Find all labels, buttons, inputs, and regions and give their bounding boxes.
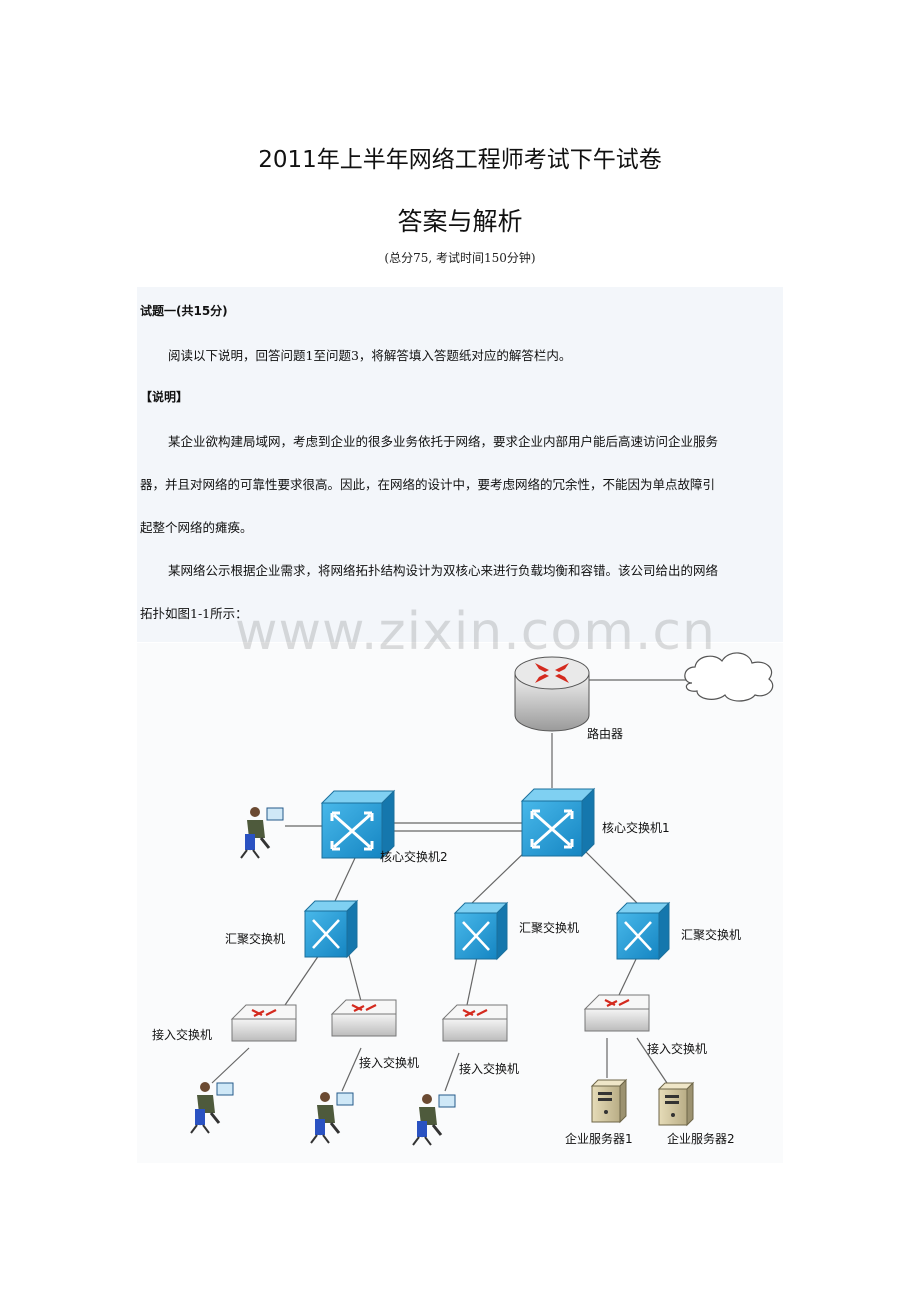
router-label: 路由器 (587, 726, 623, 741)
router-icon (514, 656, 590, 732)
core-switch-1-label: 核心交换机1 (602, 820, 670, 835)
link-aggright-acc4 (618, 956, 638, 996)
link-agg-acc1 (282, 954, 320, 1009)
access-switch-3-icon (441, 1004, 508, 1042)
exam-info: (总分75, 考试时间150分钟) (384, 251, 536, 265)
topology-diagram: 路由器 核心交换机2 核心交换机1 汇聚交换机 汇聚交换机 (152, 652, 774, 1146)
link-agg-acc2 (348, 954, 362, 1002)
access-switch-4-icon (583, 994, 650, 1032)
server-2-label: 企业服务器2 (667, 1131, 735, 1146)
agg-switch-left-label: 汇聚交换机 (225, 931, 285, 946)
doc-subtitle-heading: 答案与解析 (397, 207, 523, 236)
para1-line2: 器，并且对网络的可靠性要求很高。因此，在网络的设计中，要考虑网络的冗余性，不能因… (140, 477, 716, 492)
link-acc1-pc (211, 1047, 250, 1084)
access-switch-2-label: 接入交换机 (359, 1055, 419, 1070)
core-switch-2-label: 核心交换机2 (380, 849, 448, 864)
link-acc4-srv2 (636, 1037, 668, 1084)
server-2-icon (657, 1081, 695, 1127)
para1-line1: 某企业欲构建局域网，考虑到企业的很多业务依托于网络，要求企业内部用户能后高速访问… (168, 434, 719, 449)
link-core1-aggmid (471, 847, 530, 904)
agg-switch-left-icon (303, 899, 359, 959)
user-workstation-3-icon (412, 1094, 456, 1146)
links (211, 679, 689, 1092)
access-switch-2-icon (330, 999, 397, 1037)
link-core2-agg (334, 857, 356, 902)
user-workstation-1-icon (190, 1082, 234, 1134)
agg-switch-mid-icon (453, 901, 509, 961)
core-switch-2-icon (320, 789, 396, 860)
access-switch-4-label: 接入交换机 (647, 1041, 707, 1056)
doc-title: 2011年上半年网络工程师考试下午试卷 (258, 147, 662, 173)
internet-cloud-icon (684, 652, 774, 702)
watermark: www.zixin.com.cn (235, 602, 716, 662)
core-switch-1-icon (520, 787, 596, 858)
user-workstation-2-icon (310, 1092, 354, 1144)
user-workstation-top-icon (240, 807, 284, 859)
network-topology-figure: 路由器 核心交换机2 核心交换机1 汇聚交换机 汇聚交换机 (137, 643, 783, 1163)
agg-switch-right-icon (615, 901, 671, 961)
agg-switch-right-label: 汇聚交换机 (681, 927, 741, 942)
note-label: 【说明】 (140, 390, 189, 404)
access-switch-1-icon (230, 1004, 297, 1042)
para2-line2: 拓扑如图1-1所示： (140, 606, 248, 621)
para2-line1: 某网络公示根据企业需求，将网络拓扑结构设计为双核心来进行负载均衡和容错。该公司给… (168, 563, 719, 578)
link-core1-aggright (581, 847, 638, 904)
question-heading: 试题一(共15分) (140, 304, 228, 318)
link-aggmid-acc3 (466, 956, 478, 1006)
server-1-icon (590, 1078, 628, 1124)
access-switch-3-label: 接入交换机 (459, 1061, 519, 1076)
agg-switch-mid-label: 汇聚交换机 (519, 920, 579, 935)
server-1-label: 企业服务器1 (565, 1131, 633, 1146)
link-acc3-pc (444, 1052, 460, 1092)
question-panel (137, 287, 783, 642)
instruction-text: 阅读以下说明，回答问题1至问题3，将解答填入答题纸对应的解答栏内。 (168, 348, 572, 363)
link-acc2-pc (341, 1047, 362, 1092)
para1-line3: 起整个网络的瘫痪。 (140, 520, 253, 535)
access-switch-1-label: 接入交换机 (152, 1027, 212, 1042)
